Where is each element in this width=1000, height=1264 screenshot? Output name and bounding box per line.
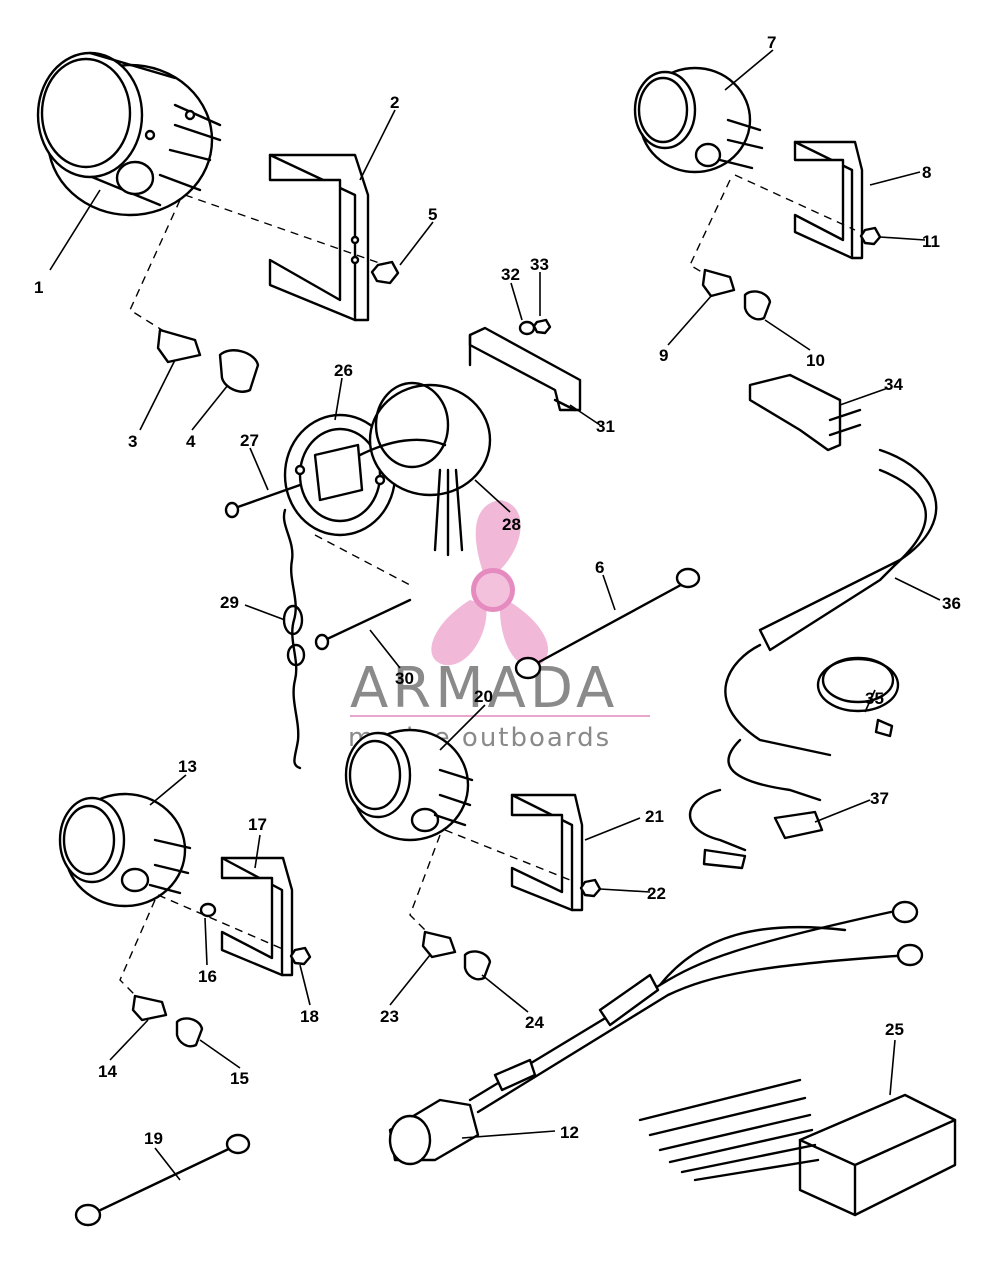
gauge-7 (633, 66, 764, 174)
callout-13: 13 (178, 757, 197, 776)
bracket-34 (748, 373, 862, 452)
gauge-cup-28 (358, 381, 492, 557)
boot-4 (218, 349, 260, 393)
callout-15: 15 (230, 1069, 249, 1088)
ground-lead-19 (74, 1133, 251, 1227)
callout-11: 11 (922, 232, 940, 251)
gauge-20 (344, 728, 474, 842)
callout-18: 18 (300, 1007, 319, 1026)
callout-23: 23 (380, 1007, 399, 1026)
callout-37: 37 (870, 789, 889, 808)
connector-3 (156, 328, 202, 364)
callout-25: 25 (885, 1020, 904, 1039)
propeller-logo-icon (431, 500, 549, 667)
callout-34: 34 (884, 375, 903, 394)
bracket-31 (468, 326, 582, 412)
callout-17: 17 (248, 815, 267, 834)
callout-16: 16 (198, 967, 217, 986)
gauge-bezel-26 (283, 413, 397, 537)
leader-lines (49, 49, 941, 1181)
nut-18 (289, 946, 312, 966)
callout-20: 20 (474, 687, 493, 706)
callout-3: 3 (128, 432, 137, 451)
screw-30 (314, 598, 412, 651)
watermark-brand: ARMADA (350, 656, 618, 721)
mounting-bracket-21 (510, 793, 584, 912)
callout-22: 22 (647, 884, 666, 903)
callout-6: 6 (595, 558, 604, 577)
main-harness-12 (388, 900, 924, 1166)
screw-27 (224, 483, 302, 519)
callout-33: 33 (530, 255, 549, 274)
callout-36: 36 (942, 594, 961, 613)
washer-16 (199, 902, 217, 918)
boot-15 (175, 1017, 204, 1048)
connector-23 (421, 930, 457, 959)
callout-28: 28 (502, 515, 521, 534)
callout-32: 32 (501, 265, 520, 284)
washer-32 (518, 320, 536, 336)
connector-37 (702, 810, 824, 870)
callout-7: 7 (767, 33, 776, 52)
connector-9 (701, 268, 736, 298)
callout-35: 35 (865, 689, 884, 708)
callout-2: 2 (390, 93, 399, 112)
callout-12: 12 (560, 1123, 579, 1142)
gauge-large (36, 51, 222, 217)
mounting-bracket-large (268, 153, 370, 322)
nut-33 (532, 318, 552, 335)
nut-11 (859, 226, 882, 246)
callout-21: 21 (645, 807, 664, 826)
boot-10 (743, 290, 772, 321)
chain-29 (282, 508, 306, 770)
callout-19: 19 (144, 1129, 163, 1148)
mounting-bracket-17 (220, 856, 294, 977)
callout-10: 10 (806, 351, 825, 370)
callout-4: 4 (186, 432, 196, 451)
callout-8: 8 (922, 163, 931, 182)
callout-9: 9 (659, 346, 668, 365)
ground-lead-6 (514, 567, 701, 680)
strap-35 (816, 656, 900, 738)
nut-5 (370, 260, 400, 285)
callout-27: 27 (240, 431, 259, 450)
callout-29: 29 (220, 593, 239, 612)
callout-1: 1 (34, 278, 43, 297)
sender-harness-36 (689, 448, 938, 852)
mounting-bracket-8 (793, 140, 864, 260)
gauge-13 (58, 792, 192, 908)
callout-26: 26 (334, 361, 353, 380)
nut-22 (579, 878, 602, 898)
callout-5: 5 (428, 205, 437, 224)
module-25 (638, 1078, 957, 1217)
callout-24: 24 (525, 1013, 544, 1032)
boot-24 (463, 950, 492, 981)
callout-30: 30 (395, 669, 414, 688)
callout-31: 31 (596, 417, 615, 436)
connector-14 (131, 994, 168, 1022)
callout-14: 14 (98, 1062, 117, 1081)
